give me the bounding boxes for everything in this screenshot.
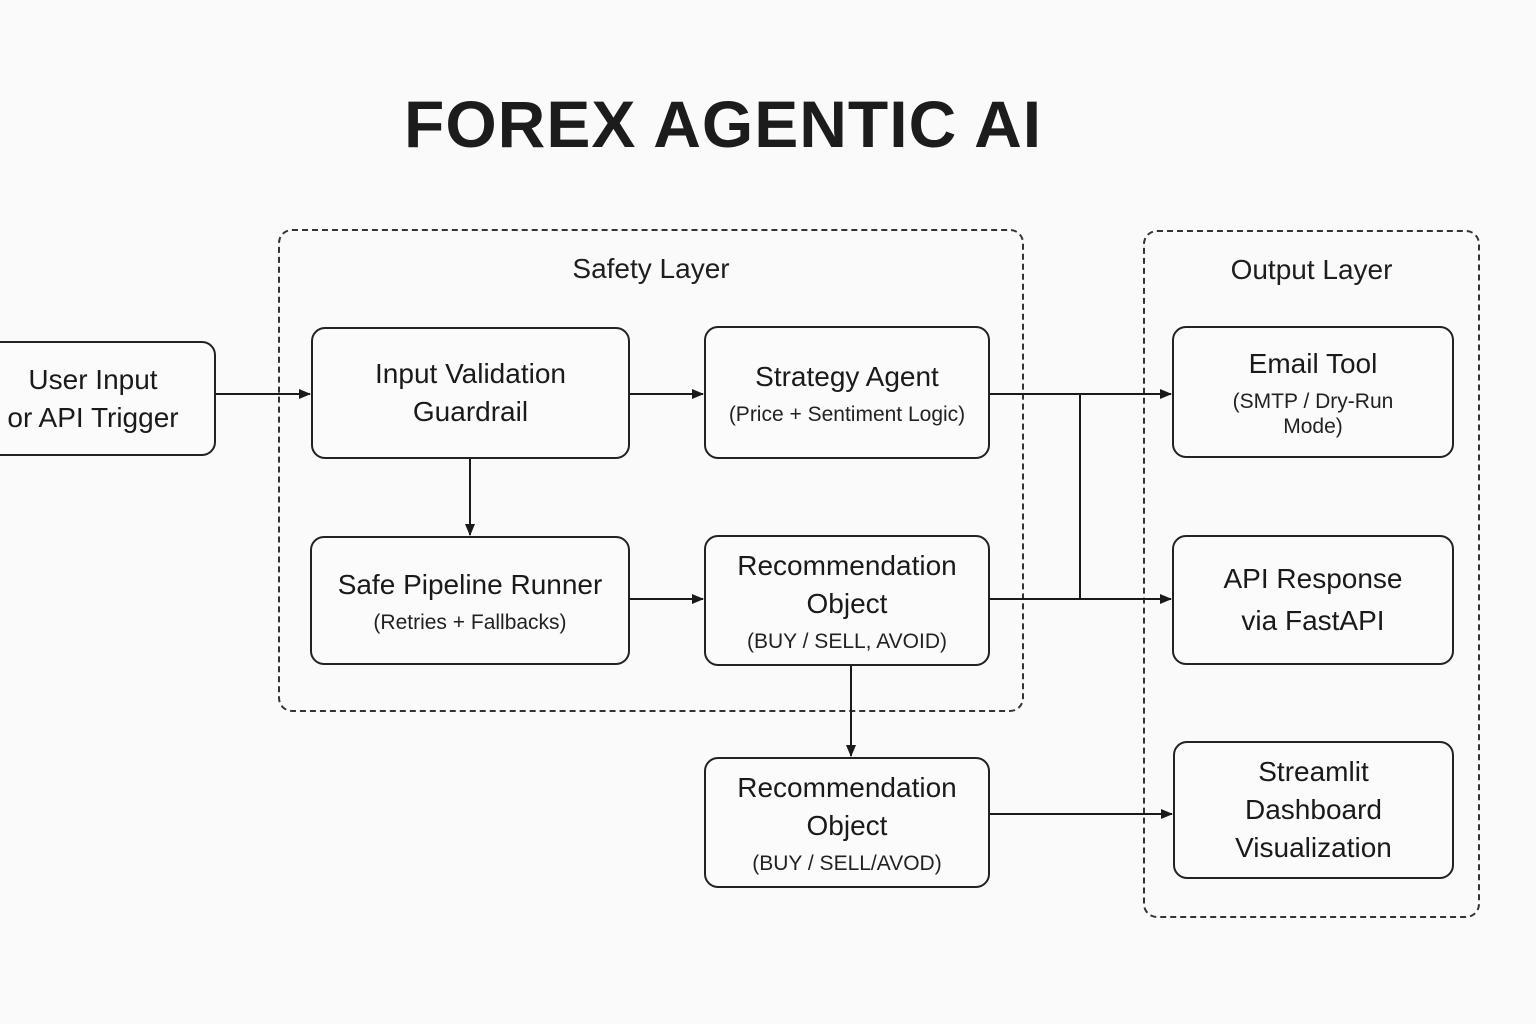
recommendation-object-lower-sublabel: (BUY / SELL/AVOD) bbox=[752, 852, 942, 875]
safe-pipeline-sublabel: (Retries + Fallbacks) bbox=[373, 611, 567, 634]
api-response-label: API Response via FastAPI bbox=[1223, 563, 1403, 636]
safety-layer-label: Safety Layer bbox=[572, 253, 730, 284]
email-tool-node: Email Tool (SMTP / Dry-Run Mode) bbox=[1172, 326, 1454, 458]
safe-pipeline-node: Safe Pipeline Runner (Retries + Fallback… bbox=[310, 536, 630, 665]
recommendation-object-lower-label: Recommendation Object bbox=[737, 772, 957, 841]
strategy-agent-sublabel: (Price + Sentiment Logic) bbox=[728, 403, 966, 426]
email-tool-label: Email Tool bbox=[1248, 348, 1378, 379]
recommendation-object-lower-node: Recommendation Object (BUY / SELL/AVOD) bbox=[704, 757, 990, 888]
user-input-label: User Input or API Trigger bbox=[7, 363, 179, 433]
strategy-agent-node: Strategy Agent (Price + Sentiment Logic) bbox=[704, 326, 990, 459]
recommendation-object-label: Recommendation Object bbox=[737, 550, 957, 619]
streamlit-dashboard-label: Streamlit Dashboard Visualization bbox=[1235, 756, 1392, 863]
recommendation-object-sublabel: (BUY / SELL, AVOID) bbox=[747, 630, 947, 653]
safety-layer-group: Safety Layer bbox=[278, 229, 1024, 712]
email-tool-sublabel: (SMTP / Dry-Run Mode) bbox=[1232, 390, 1394, 438]
user-input-node: User Input or API Trigger bbox=[0, 341, 216, 456]
strategy-agent-label: Strategy Agent bbox=[755, 361, 939, 392]
input-validation-node: Input Validation Guardrail bbox=[311, 327, 630, 459]
recommendation-object-node: Recommendation Object (BUY / SELL, AVOID… bbox=[704, 535, 990, 666]
output-layer-group: Output Layer bbox=[1143, 230, 1480, 918]
output-layer-label: Output Layer bbox=[1230, 254, 1393, 285]
diagram-title: FOREX AGENTIC AI bbox=[404, 87, 1043, 161]
streamlit-dashboard-node: Streamlit Dashboard Visualization bbox=[1173, 741, 1454, 879]
api-response-node: API Response via FastAPI bbox=[1172, 535, 1454, 665]
input-validation-label: Input Validation Guardrail bbox=[375, 358, 566, 427]
safe-pipeline-label: Safe Pipeline Runner bbox=[337, 569, 603, 600]
